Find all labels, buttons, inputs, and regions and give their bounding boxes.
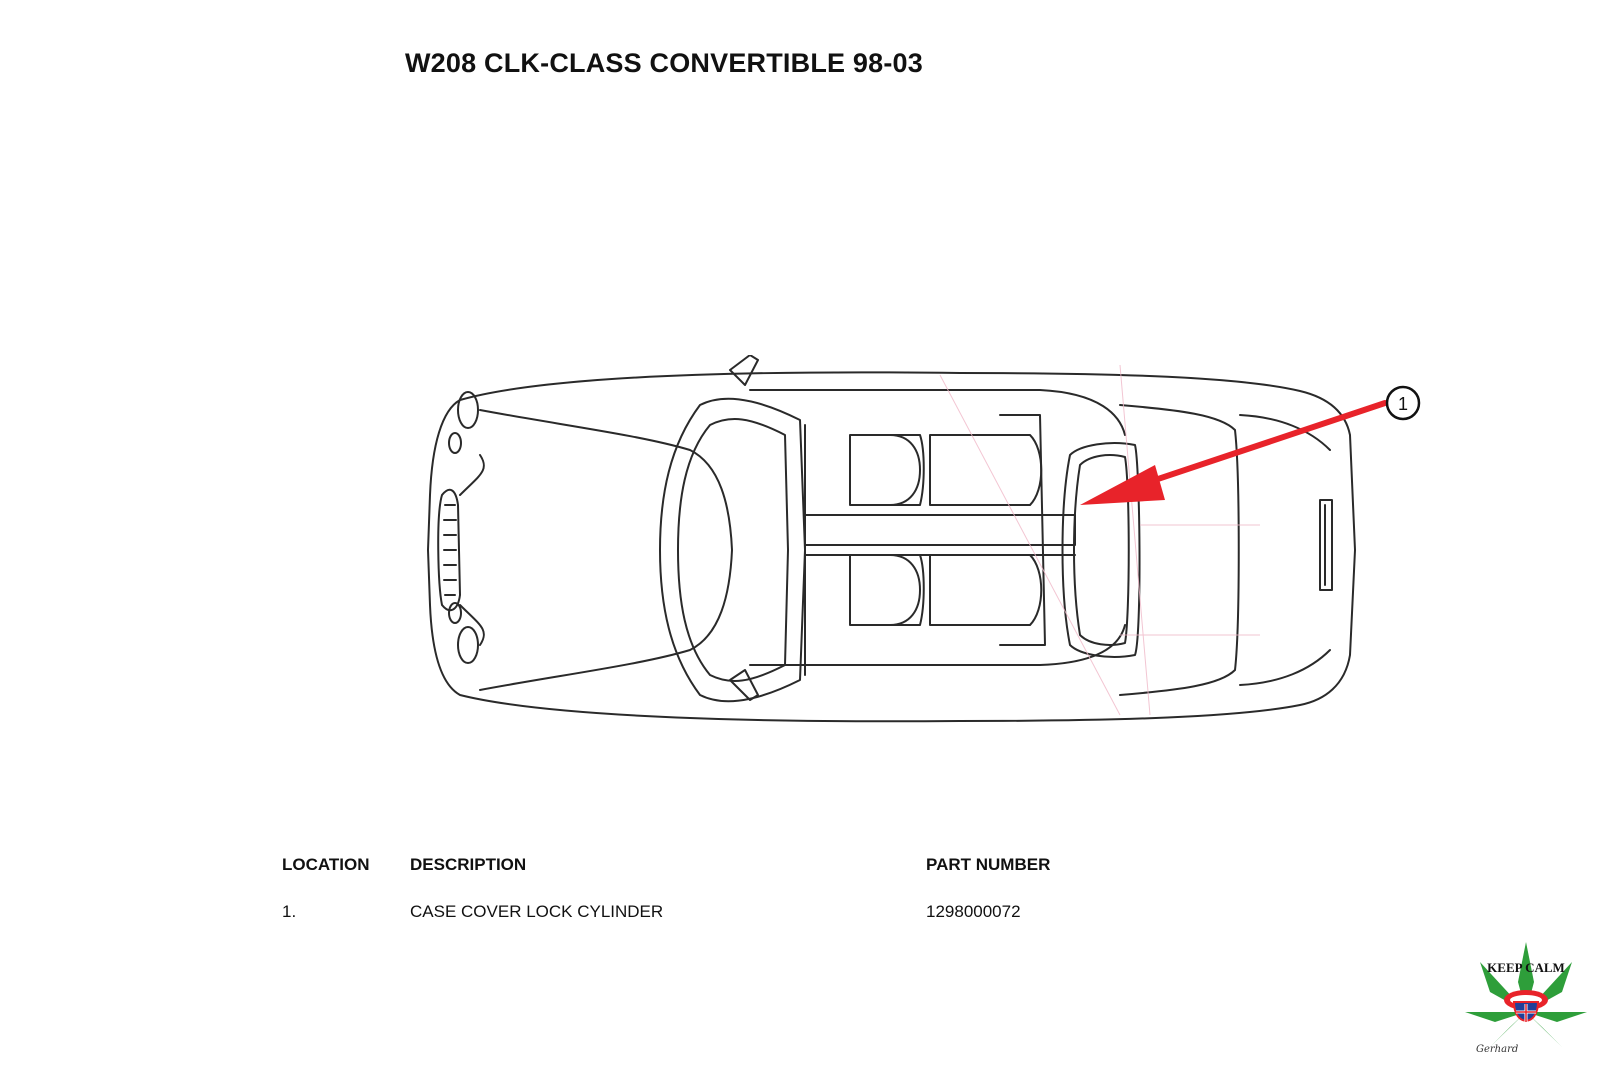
row-part-number: 1298000072 <box>926 902 1021 921</box>
page-title: W208 CLK-CLASS CONVERTIBLE 98-03 <box>405 48 923 78</box>
row-location: 1. <box>282 902 297 921</box>
car-body-outline <box>427 371 1356 723</box>
hood-center-line <box>459 454 485 646</box>
convertible-top-case <box>1061 442 1141 658</box>
license-plate <box>1319 499 1333 591</box>
keep-calm-logo: KEEP CALM Gerhard <box>1465 942 1587 1055</box>
grille <box>437 488 461 612</box>
rear-seat-right <box>929 554 1043 626</box>
row-description: CASE COVER LOCK CYLINDER <box>410 902 664 921</box>
door-line-right <box>749 624 1126 666</box>
header-description: DESCRIPTION <box>410 855 527 874</box>
windscreen <box>659 397 806 703</box>
rear-seat-left <box>929 434 1043 506</box>
callout-circle <box>1385 385 1421 421</box>
center-console <box>804 514 1076 546</box>
callout-number: 1 <box>1398 394 1408 414</box>
headlight-right <box>457 626 479 664</box>
mirror-right <box>729 669 759 701</box>
svg-text:KEEP CALM: KEEP CALM <box>1487 960 1565 975</box>
tongue-lips-icon <box>1504 990 1548 1022</box>
header-location: LOCATION <box>282 855 370 874</box>
headlight-left <box>457 391 479 429</box>
trunk-lid <box>1119 404 1240 696</box>
front-seat-right <box>849 554 925 626</box>
front-seat-left <box>849 434 925 506</box>
door-line-left <box>749 389 1126 436</box>
header-part-number: PART NUMBER <box>926 855 1051 874</box>
hood-line <box>479 409 733 691</box>
mirror-left <box>729 355 759 386</box>
svg-text:Gerhard: Gerhard <box>1476 1044 1518 1055</box>
callout-arrow <box>1080 400 1388 505</box>
car-top-view-diagram: 1 <box>427 355 1421 723</box>
